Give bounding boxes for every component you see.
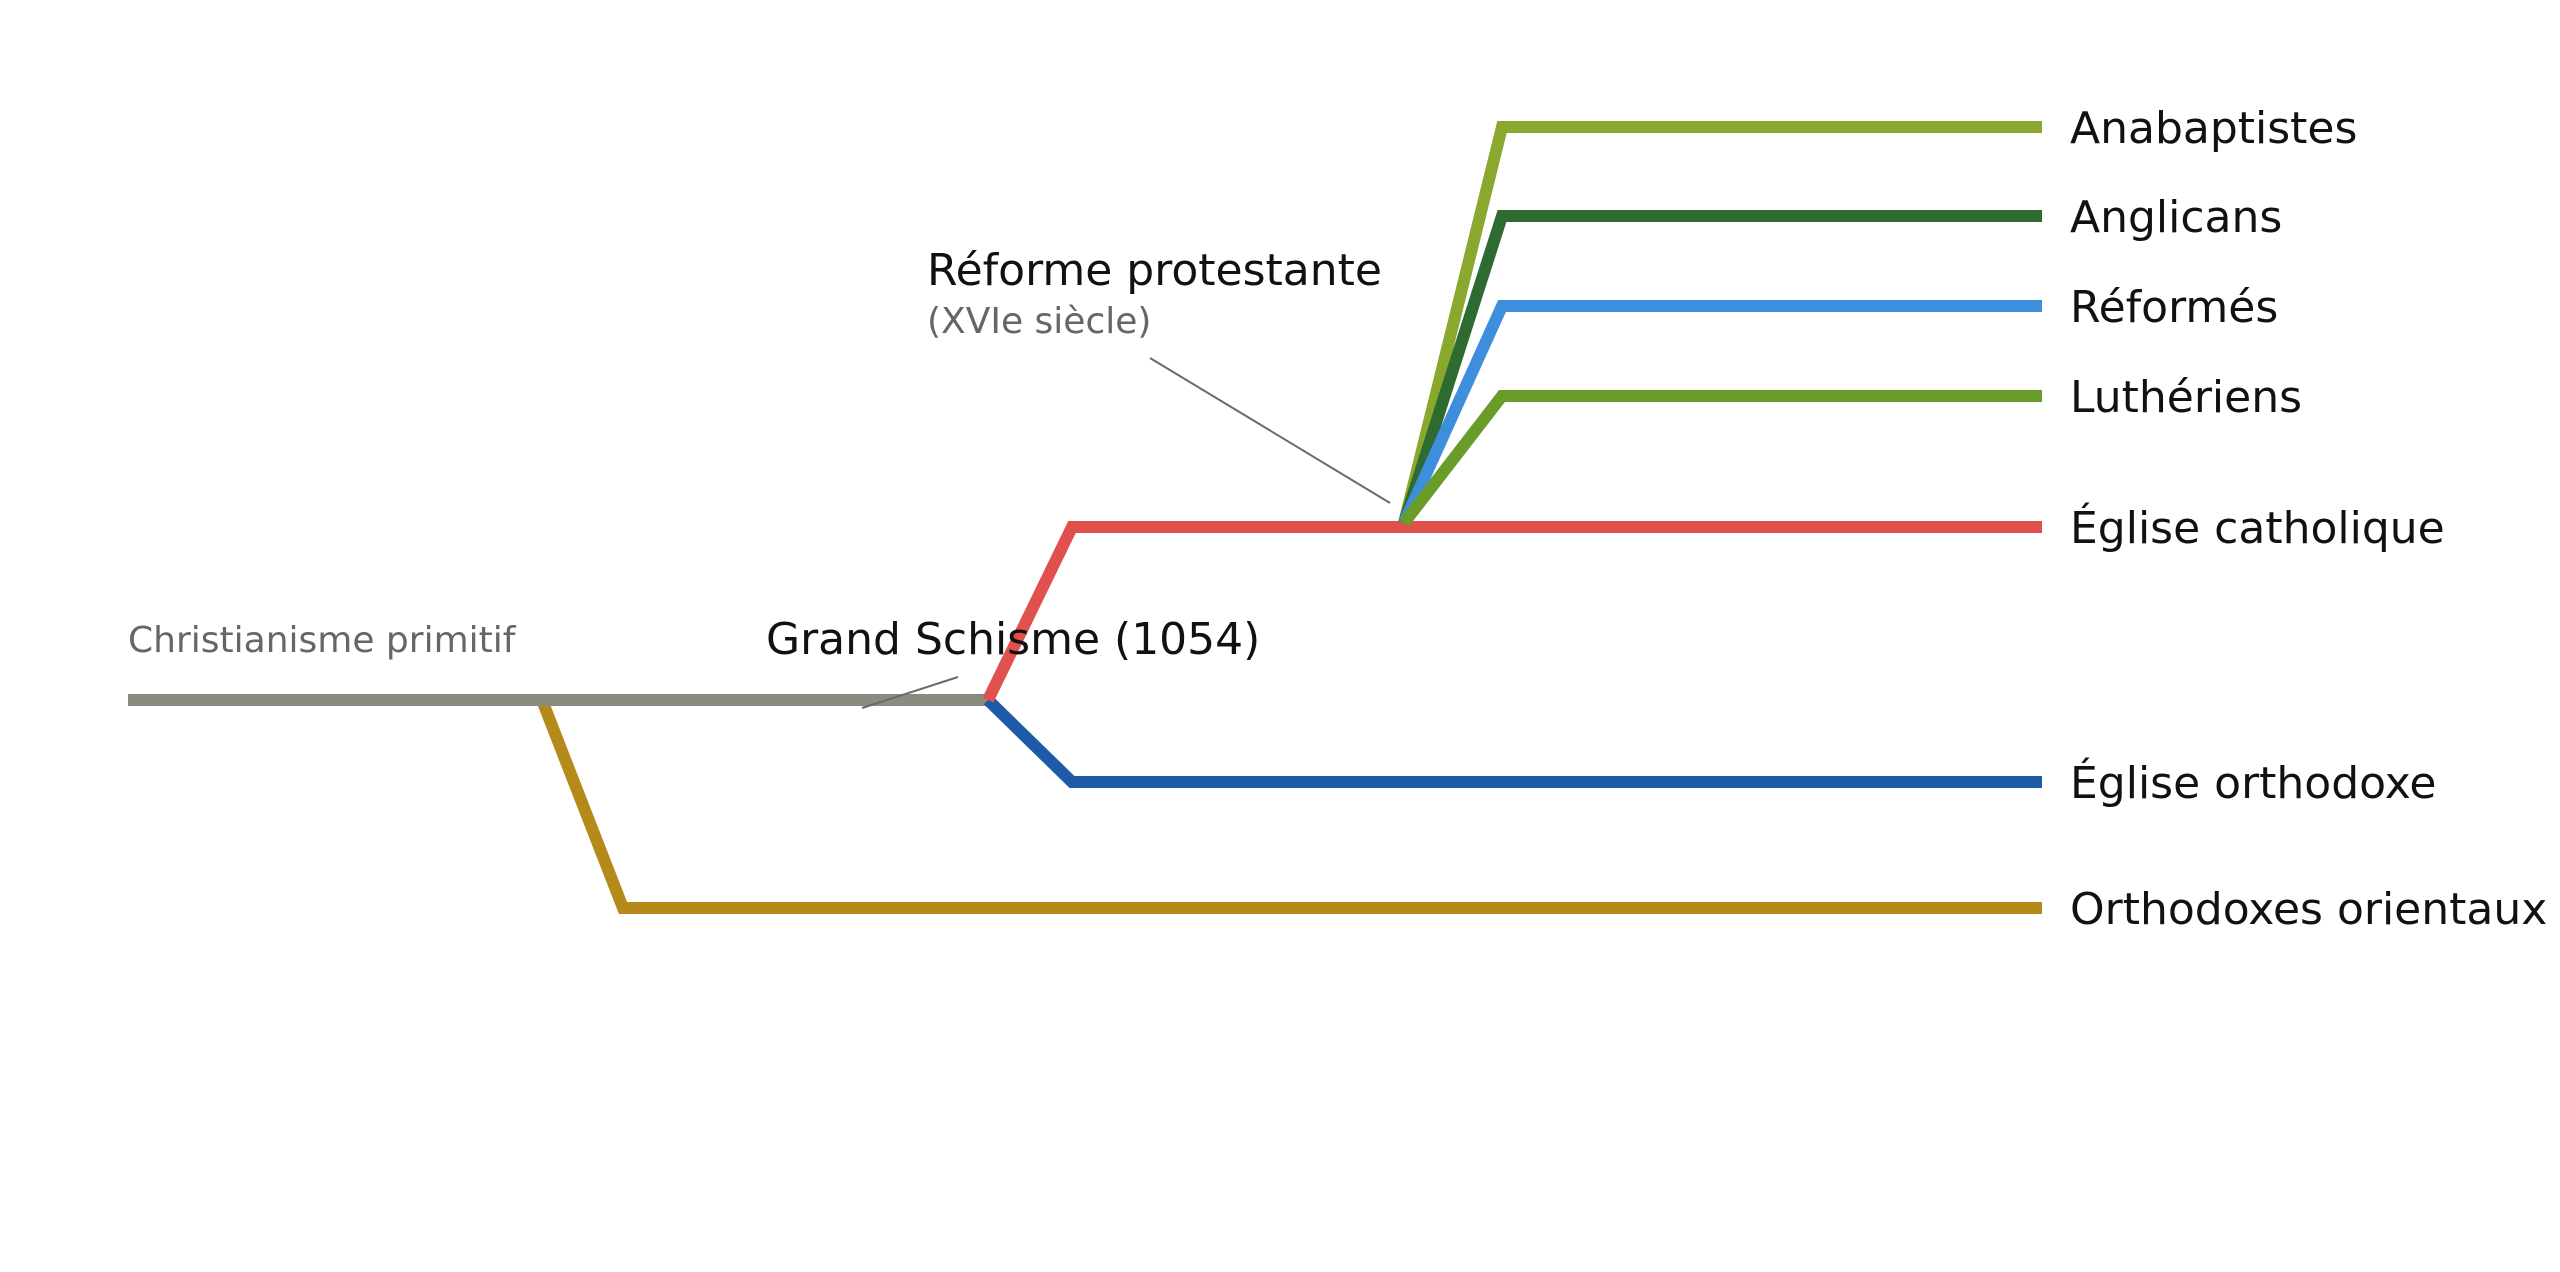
branch-label-orthodox: Église orthodoxe: [2070, 756, 2436, 809]
root-label: Christianisme primitif: [128, 620, 517, 661]
branch-line-anabaptists: [1398, 121, 2042, 525]
branch-label-oriental: Orthodoxes orientaux: [2070, 884, 2547, 935]
branch-line-reformed: [1398, 300, 2042, 526]
schism-label: Grand Schisme (1054): [766, 614, 1260, 665]
reformation-label: Réforme protestante: [927, 245, 1382, 296]
reformation-leader-line: [1149, 357, 1391, 504]
branch-line-orthodox: [983, 695, 2042, 788]
branch-label-catholic: Église catholique: [2070, 501, 2445, 554]
branch-label-reformed: Réformés: [2070, 282, 2278, 333]
branch-label-lutherans: Luthériens: [2070, 372, 2302, 423]
branch-label-anabaptists: Anabaptistes: [2070, 103, 2357, 154]
branch-line-oriental: [536, 697, 2042, 914]
branch-line-catholic: [982, 521, 2042, 703]
reformation-sublabel: (XVIe siècle): [927, 301, 1151, 342]
branch-label-anglicans: Anglicans: [2070, 192, 2282, 243]
schism-leader-line: [861, 676, 959, 709]
branch-line-lutherans: [1399, 390, 2042, 527]
branch-line-anglicans: [1398, 210, 2042, 525]
